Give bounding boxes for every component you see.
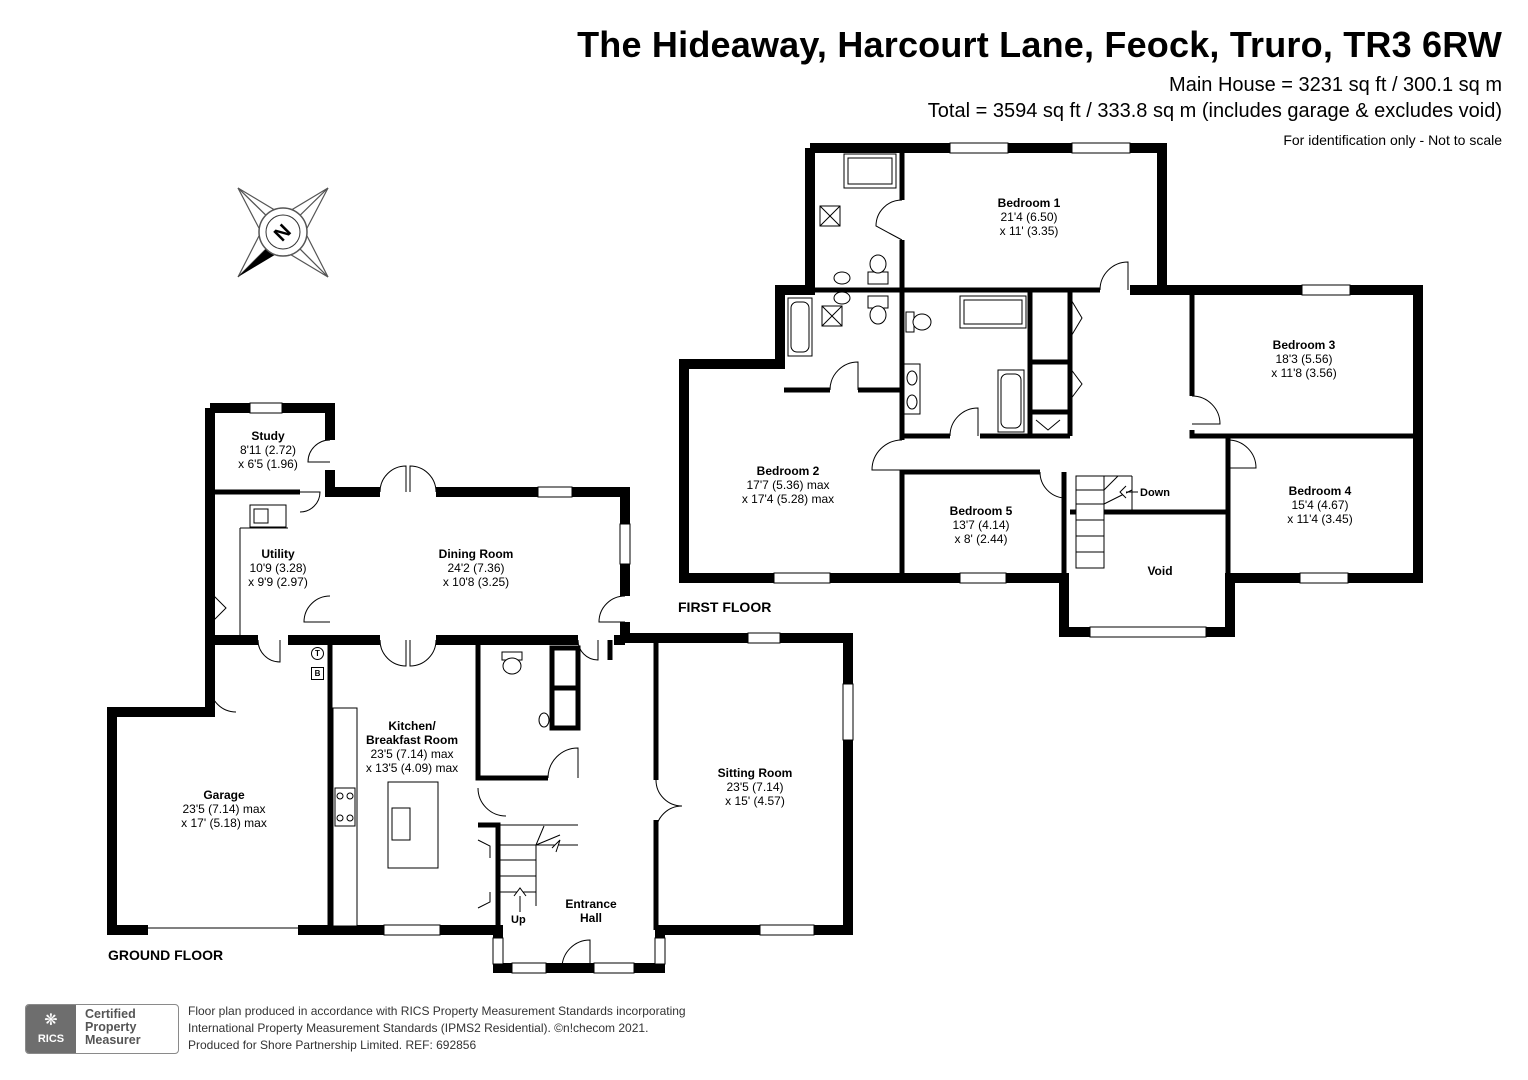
first-floor-windows xyxy=(773,142,1351,638)
footer-line: International Property Measurement Stand… xyxy=(188,1021,649,1035)
room-dimension: x 15' (4.57) xyxy=(725,794,785,808)
compass-rose xyxy=(237,187,329,278)
footer-line: Floor plan produced in accordance with R… xyxy=(188,1004,686,1018)
room-dimension: x 6'5 (1.96) xyxy=(238,457,298,471)
first-floor-fixtures xyxy=(787,153,1138,569)
room-name: Hall xyxy=(579,911,603,925)
first-floor-inner-walls xyxy=(780,148,1418,578)
room-dimension: 10'9 (3.28) xyxy=(249,561,307,575)
boiler-marker: B xyxy=(311,667,324,680)
room-name: Bedroom 1 xyxy=(997,196,1061,210)
room-name: Sitting Room xyxy=(717,766,793,780)
room-name: Entrance xyxy=(565,897,617,911)
footer-notes: Floor plan produced in accordance with R… xyxy=(188,1003,686,1054)
room-name: Bedroom 3 xyxy=(1272,338,1336,352)
room-name: Bedroom 5 xyxy=(949,504,1013,518)
ground-floor-fixtures xyxy=(239,504,578,927)
room-dimension: 21'4 (6.50) xyxy=(1000,210,1058,224)
room-name: Utility xyxy=(261,547,295,561)
room-dimension: 23'5 (7.14) max xyxy=(182,802,266,816)
room-name: Dining Room xyxy=(438,547,514,561)
room-dimension: x 17' (5.18) max xyxy=(181,816,267,830)
page-title: The Hideaway, Harcourt Lane, Feock, Trur… xyxy=(577,24,1502,65)
room-name: Garage xyxy=(203,788,245,802)
room-dimension: x 13'5 (4.09) max xyxy=(365,761,459,775)
room-dimension: 23'5 (7.14) xyxy=(726,780,784,794)
room-name: Kitchen/ xyxy=(388,719,436,733)
room-dimension: 8'11 (2.72) xyxy=(239,443,297,457)
first-floor-label: FIRST FLOOR xyxy=(678,599,772,615)
ground-floor-windows xyxy=(249,402,854,974)
room-utility: Utility 10'9 (3.28) x 9'9 (2.97) xyxy=(248,547,308,589)
footer-line: Produced for Shore Partnership Limited. … xyxy=(188,1038,477,1052)
room-dimension: x 11' (3.35) xyxy=(999,224,1059,238)
room-entrance-hall: Entrance Hall xyxy=(565,897,616,925)
rics-logo: ❋ RICS xyxy=(26,1005,76,1053)
room-bedroom-2: Bedroom 2 17'7 (5.36) max x 17'4 (5.28) … xyxy=(742,464,834,506)
rics-badge: ❋ RICS Certified Property Measurer xyxy=(25,1004,179,1054)
ground-floor-label: GROUND FLOOR xyxy=(108,947,224,963)
room-dimension: x 11'4 (3.45) xyxy=(1287,512,1353,526)
total-area: Total = 3594 sq ft / 333.8 sq m (include… xyxy=(927,100,1502,122)
rics-wordmark: RICS xyxy=(37,1033,65,1045)
stairs-up-label: Up xyxy=(511,914,526,926)
room-dimension: 13'7 (4.14) xyxy=(952,518,1010,532)
room-dimension: x 17'4 (5.28) max xyxy=(741,492,835,506)
badge-line: Measurer xyxy=(85,1033,141,1047)
room-dimension: 24'2 (7.36) xyxy=(447,561,505,575)
room-dimension: x 10'8 (3.25) xyxy=(442,575,510,589)
room-dimension: 17'7 (5.36) max xyxy=(746,478,830,492)
room-name: Study xyxy=(251,429,285,443)
room-sitting: Sitting Room 23'5 (7.14) x 15' (4.57) xyxy=(718,766,793,808)
main-house-area: Main House = 3231 sq ft / 300.1 sq m xyxy=(1169,74,1502,96)
badge-line: Certified xyxy=(85,1007,136,1021)
room-bedroom-1: Bedroom 1 21'4 (6.50) x 11' (3.35) xyxy=(998,196,1061,238)
room-name: Bedroom 4 xyxy=(1288,484,1352,498)
room-dimension: x 9'9 (2.97) xyxy=(248,575,308,589)
room-name: Breakfast Room xyxy=(365,733,459,747)
ground-floor-doors xyxy=(148,439,683,969)
room-dimension: 18'3 (5.56) xyxy=(1275,352,1333,366)
scale-note: For identification only - Not to scale xyxy=(1283,132,1502,148)
room-bedroom-5: Bedroom 5 13'7 (4.14) x 8' (2.44) xyxy=(950,504,1013,546)
badge-line: Property xyxy=(85,1020,137,1034)
thermostat-marker: T xyxy=(311,647,324,660)
room-bedroom-4: Bedroom 4 15'4 (4.67) x 11'4 (3.45) xyxy=(1287,484,1352,526)
room-dining: Dining Room 24'2 (7.36) x 10'8 (3.25) xyxy=(439,547,514,589)
room-garage: Garage 23'5 (7.14) max x 17' (5.18) max xyxy=(181,788,267,830)
room-void: Void xyxy=(1147,564,1172,578)
room-study: Study 8'11 (2.72) x 6'5 (1.96) xyxy=(238,429,298,471)
room-kitchen: Kitchen/ Breakfast Room 23'5 (7.14) max … xyxy=(366,719,458,775)
room-name: Bedroom 2 xyxy=(756,464,820,478)
badge-text: Certified Property Measurer xyxy=(76,1005,141,1053)
room-dimension: x 8' (2.44) xyxy=(954,532,1008,546)
room-dimension: x 11'8 (3.56) xyxy=(1271,366,1337,380)
room-name: Void xyxy=(1147,564,1173,578)
first-floor-doors xyxy=(829,199,1257,499)
room-dimension: 23'5 (7.14) max xyxy=(370,747,454,761)
room-dimension: 15'4 (4.67) xyxy=(1291,498,1349,512)
room-bedroom-3: Bedroom 3 18'3 (5.56) x 11'8 (3.56) xyxy=(1271,338,1336,380)
rics-emblem-icon: ❋ xyxy=(44,1012,58,1029)
stairs-down-label: Down xyxy=(1140,487,1170,499)
